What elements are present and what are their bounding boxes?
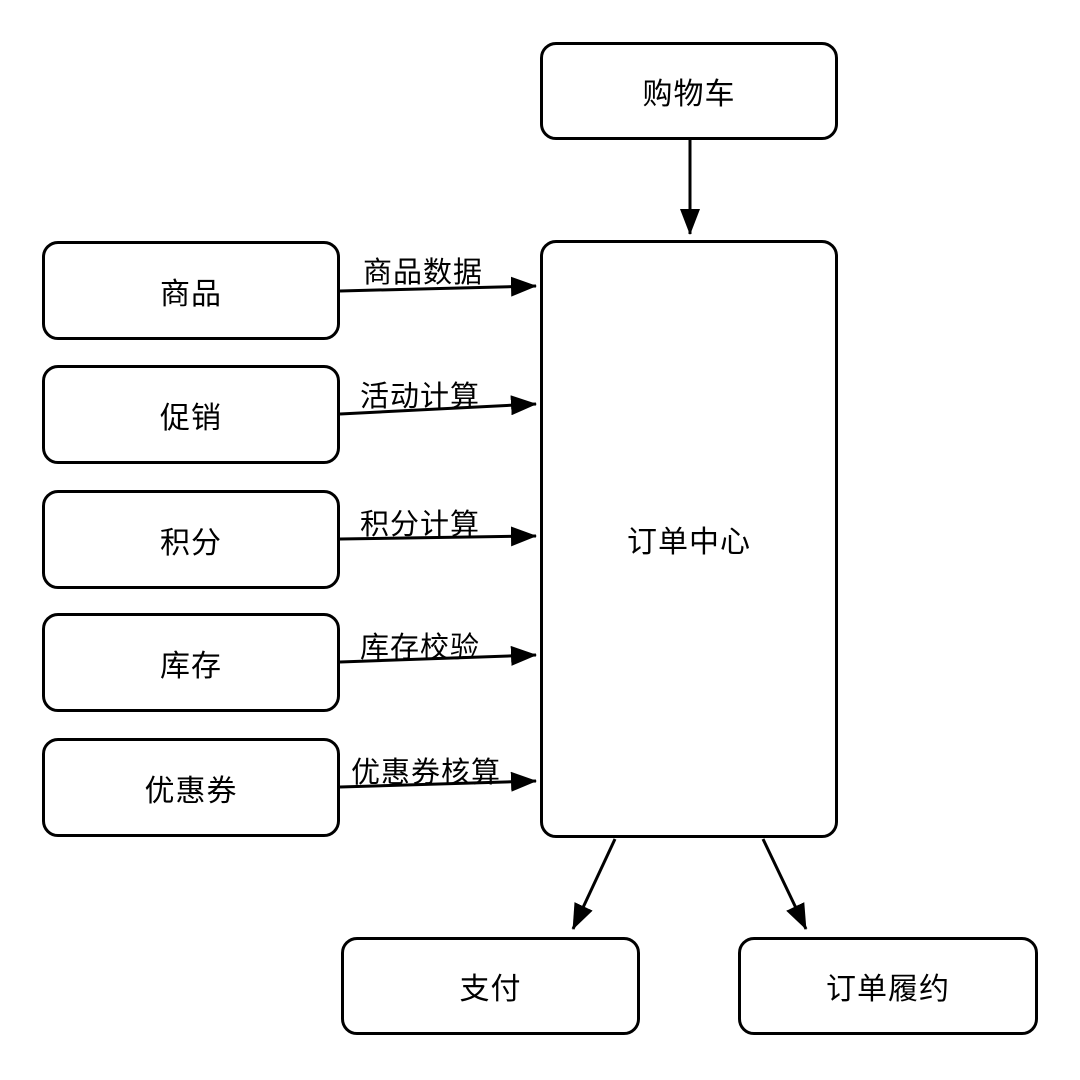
edge-label-coupon-settle: 优惠券核算 xyxy=(351,757,502,789)
edge-label-points-calc: 积分计算 xyxy=(360,509,481,541)
node-product-label: 商品 xyxy=(160,277,222,311)
node-payment[interactable]: 支付 xyxy=(341,937,640,1035)
node-coupon[interactable]: 优惠券 xyxy=(42,738,340,837)
edge-coupon-to-order xyxy=(339,771,537,792)
edge-label-activity-calc: 活动计算 xyxy=(360,381,481,413)
node-inventory[interactable]: 库存 xyxy=(42,613,340,712)
edge-order-to-fulfillment xyxy=(761,838,808,930)
node-fulfillment-label: 订单履约 xyxy=(826,973,950,1006)
node-product[interactable]: 商品 xyxy=(42,241,340,340)
edge-label-product-data: 商品数据 xyxy=(363,257,484,289)
edge-promotion-to-order xyxy=(339,395,537,416)
node-cart-label: 购物车 xyxy=(642,78,736,111)
node-coupon-label: 优惠券 xyxy=(144,774,238,808)
node-promotion[interactable]: 促销 xyxy=(42,365,340,464)
node-fulfillment[interactable]: 订单履约 xyxy=(738,937,1038,1035)
edge-points-to-order xyxy=(339,526,537,547)
node-cart[interactable]: 购物车 xyxy=(540,42,838,140)
edge-product-to-order xyxy=(339,276,537,297)
edge-order-to-payment xyxy=(571,838,617,930)
node-points[interactable]: 积分 xyxy=(42,490,340,589)
node-order-center[interactable]: 订单中心 xyxy=(540,240,838,838)
node-payment-label: 支付 xyxy=(459,973,522,1006)
node-inventory-label: 库存 xyxy=(160,649,222,683)
edge-inventory-to-order xyxy=(339,645,537,666)
node-order-center-label: 订单中心 xyxy=(627,526,751,559)
node-promotion-label: 促销 xyxy=(160,401,222,435)
edge-label-inventory-check: 库存校验 xyxy=(360,632,481,664)
node-points-label: 积分 xyxy=(160,526,222,560)
